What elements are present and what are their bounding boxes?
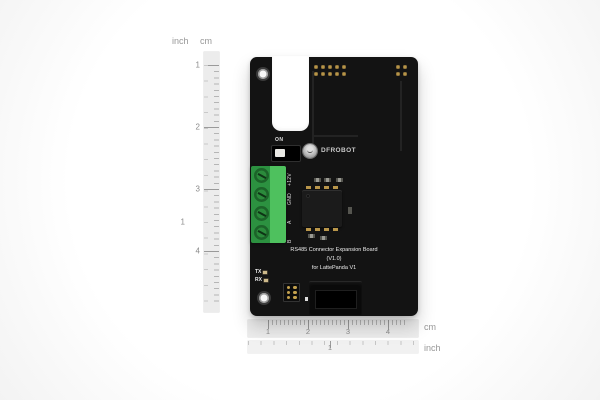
- solder-pad: [321, 72, 325, 76]
- terminal-label: GND: [287, 192, 293, 205]
- solder-pad: [403, 65, 407, 69]
- ic-pin: [315, 186, 320, 189]
- vruler-inch-number: 1: [180, 217, 185, 227]
- hruler-cm-number: 1: [265, 327, 271, 336]
- smd-component: [336, 178, 343, 182]
- pcb-board: ON DFROBOT +12V GND A B: [250, 56, 418, 316]
- solder-pad: [328, 65, 332, 69]
- switch-on-label: ON: [275, 137, 284, 143]
- tick-major: [268, 320, 269, 329]
- smd-component: [320, 236, 327, 240]
- terminal-label: B: [287, 239, 293, 243]
- tick-major: [308, 320, 309, 329]
- silkscreen-line2: (V1.0): [326, 255, 342, 262]
- pcb-trace: [312, 71, 314, 157]
- switch-knob: [275, 149, 285, 157]
- ic-pin: [324, 228, 329, 231]
- pad: [293, 295, 297, 300]
- screw-terminal-block: [251, 166, 286, 243]
- solder-pad: [314, 72, 318, 76]
- tick-major: [204, 127, 219, 128]
- smd-component: [324, 178, 331, 182]
- tick-major: [388, 320, 389, 329]
- horizontal-ruler-inch: [248, 341, 418, 353]
- pcb-trace: [400, 81, 402, 151]
- solder-pad: [335, 65, 339, 69]
- smd-component: [308, 234, 315, 238]
- rs485-transceiver-chip: [302, 190, 342, 227]
- terminal-label: +12V: [287, 172, 293, 186]
- silkscreen-line3: for LattePanda V1: [311, 264, 357, 271]
- brand-text: DFROBOT: [321, 147, 356, 154]
- ic-pin: [315, 228, 320, 231]
- solder-pad: [403, 72, 407, 76]
- vruler-cm-number: 3: [195, 184, 200, 194]
- horizontal-ruler-cm-label: cm: [424, 322, 436, 332]
- rx-indicator: RX: [255, 277, 268, 283]
- terminal-screw: [254, 168, 269, 183]
- tx-label: TX: [255, 269, 262, 275]
- hruler-cm-number: 3: [345, 327, 351, 336]
- terminal-label: A: [287, 220, 293, 224]
- vruler-cm-number: 1: [195, 60, 200, 70]
- six-pad-component: [283, 283, 300, 302]
- rx-label: RX: [255, 277, 262, 283]
- solder-pad: [321, 65, 325, 69]
- pad: [286, 295, 290, 300]
- pcb-trace: [312, 135, 358, 137]
- pad: [293, 285, 297, 290]
- tx-indicator: TX: [255, 269, 268, 275]
- silkscreen-text: RS485 Connector Expansion Board (V1.0) f…: [264, 246, 404, 272]
- terminal-screw: [254, 225, 269, 240]
- mounting-hole: [259, 293, 269, 303]
- tick-major: [204, 251, 219, 252]
- solder-pad: [342, 72, 346, 76]
- rx-led: [263, 278, 268, 282]
- tick-major: [330, 341, 331, 348]
- tick-major: [204, 65, 219, 66]
- ic-pin: [333, 228, 338, 231]
- silkscreen-mark: [305, 297, 308, 301]
- solder-pad: [335, 72, 339, 76]
- bottom-connector: [309, 281, 362, 315]
- vertical-ruler-inch-label: inch: [172, 36, 189, 46]
- ic-pin: [306, 186, 311, 189]
- vertical-ruler-cm-label: cm: [200, 36, 212, 46]
- solder-pad: [328, 72, 332, 76]
- hruler-cm-number: 2: [305, 327, 311, 336]
- silkscreen-line1: RS485 Connector Expansion Board: [290, 247, 378, 253]
- pad: [293, 290, 297, 295]
- smd-component: [314, 178, 321, 182]
- solder-pad: [342, 65, 346, 69]
- smd-component: [348, 207, 352, 214]
- terminal-screw: [254, 187, 269, 202]
- pad: [286, 290, 290, 295]
- hruler-inch-number: 1: [327, 343, 333, 352]
- ic-pin: [333, 186, 338, 189]
- tick-major: [348, 320, 349, 329]
- dfrobot-logo-icon: [303, 144, 317, 158]
- horizontal-ruler-cm: [248, 320, 418, 337]
- tick-major: [204, 189, 219, 190]
- horizontal-ruler-inch-label: inch: [424, 343, 441, 353]
- pad: [286, 285, 290, 290]
- board-cutout-notch: [272, 56, 309, 131]
- solder-pad: [396, 65, 400, 69]
- vruler-cm-number: 4: [195, 246, 200, 256]
- vertical-ruler: [204, 52, 219, 312]
- terminal-screw: [254, 206, 269, 221]
- solder-pad: [314, 65, 318, 69]
- solder-pad: [396, 72, 400, 76]
- ic-pin: [324, 186, 329, 189]
- vruler-cm-number: 2: [195, 122, 200, 132]
- tx-led: [263, 270, 268, 274]
- slide-switch: [271, 145, 301, 162]
- mounting-hole: [258, 69, 268, 79]
- hruler-cm-number: 4: [385, 327, 391, 336]
- ic-pin: [306, 228, 311, 231]
